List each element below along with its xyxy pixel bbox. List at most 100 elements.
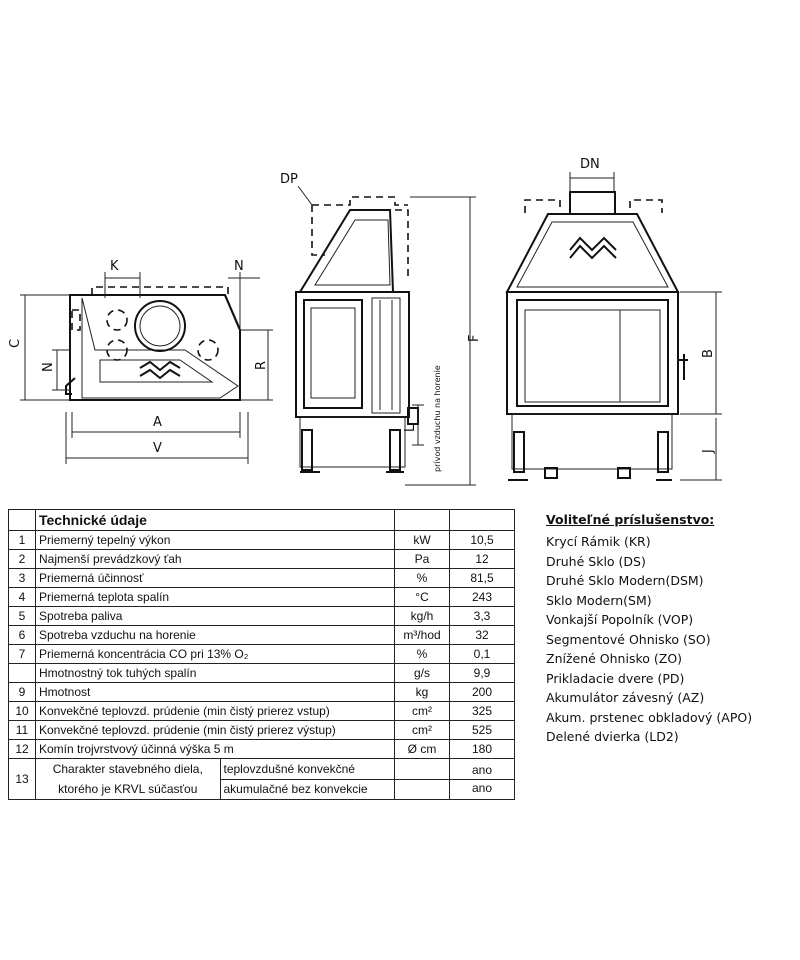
table-cell-num: 10 — [8, 701, 36, 721]
table-cell-val: 525 — [449, 720, 515, 740]
table-cell-param: Priemerný tepelný výkon — [35, 530, 395, 550]
table-cell-param: Konvekčné teplovzd. prúdenie (min čistý … — [35, 720, 395, 740]
table-cell-num: 9 — [8, 682, 36, 702]
front-view: DN B J — [505, 157, 722, 481]
construction-type-2: akumulačné bez konvekcie — [223, 782, 368, 797]
table-cell-param: Priemerná koncentrácia CO pri 13% O₂ — [35, 644, 395, 664]
dim-label-j: J — [701, 449, 716, 454]
table-cell-num: 7 — [8, 644, 36, 664]
table-cell-unit: °C — [394, 587, 450, 607]
table-cell-unit: kg/h — [394, 606, 450, 626]
dim-label-l: L — [403, 424, 418, 432]
table-cell-param: Komín trojvrstvový účinná výška 5 m — [35, 739, 395, 759]
table-cell-num: 12 — [8, 739, 36, 759]
accessory-item: Akumulátor závesný (AZ) — [546, 690, 705, 705]
construction-character-label: Charakter stavebného diela,ktorého je KR… — [36, 759, 221, 799]
table-cell-param: Najmenší prevádzkový ťah — [35, 549, 395, 569]
accessory-item: Delené dvierka (LD2) — [546, 729, 679, 744]
table-cell-val: 180 — [449, 739, 515, 759]
dim-label-a: A — [153, 415, 162, 430]
table-cell-val: 81,5 — [449, 568, 515, 588]
table-cell-param: Hmotnost — [35, 682, 395, 702]
table-cell-unit: % — [394, 644, 450, 664]
table-cell-num: 3 — [8, 568, 36, 588]
dim-label-v: V — [153, 441, 162, 456]
table-cell-param: Charakter stavebného diela,ktorého je KR… — [35, 758, 395, 800]
table-cell — [8, 509, 36, 531]
table-cell-param: Hmotnostný tok tuhých spalín — [35, 663, 395, 683]
value-2: ano — [471, 781, 493, 795]
dim-label-dn: DN — [580, 157, 600, 172]
air-supply-label: prívod vzduchu na horenie — [433, 365, 442, 472]
table-cell-unit: cm² — [394, 720, 450, 740]
dim-label-k: K — [110, 259, 119, 274]
table-cell — [449, 509, 515, 531]
label-line-1: Charakter stavebného diela, — [52, 762, 203, 776]
construction-type-1: teplovzdušné konvekčné — [220, 759, 394, 780]
table-cell-val: 10,5 — [449, 530, 515, 550]
table-cell-val: 32 — [449, 625, 515, 645]
accessory-item: Prikladacie dvere (PD) — [546, 670, 685, 686]
optional-accessories: Voliteľné príslušenstvo: Krycí Rámik (KR… — [546, 512, 752, 747]
table-cell-unit: Ø cm — [394, 739, 450, 759]
side-view: DP F L prívod vzduchu na horenie — [280, 172, 482, 486]
table-cell-num: 11 — [8, 720, 36, 740]
accessories-list: Krycí Rámik (KR)Druhé Sklo (DS)Druhé Skl… — [546, 532, 752, 747]
accessory-item: Druhé Sklo Modern(DSM) — [546, 573, 704, 588]
dim-label-n-left: N — [41, 362, 56, 372]
table-cell-unit: cm² — [394, 701, 450, 721]
accessory-item: Segmentové Ohnisko (SO) — [546, 631, 711, 647]
table-cell-num: 13 — [8, 758, 36, 800]
accessories-title: Voliteľné príslušenstvo: — [546, 512, 715, 527]
table-cell-num: 4 — [8, 587, 36, 607]
accessory-item: Znížené Ohnisko (ZO) — [546, 651, 683, 666]
dim-label-c: C — [8, 339, 23, 348]
table-cell-unit: g/s — [394, 663, 450, 683]
table-cell-val: 3,3 — [449, 606, 515, 626]
accessory-item: Akum. prstenec obkladový (APO) — [546, 709, 753, 725]
table-cell-num: 1 — [8, 530, 36, 550]
plan-view: K N C N R A V — [8, 259, 273, 464]
table-cell-param: Priemerná účinnosť — [35, 568, 395, 588]
table-cell-param: Priemerná teplota spalín — [35, 587, 395, 607]
value-1: ano — [450, 761, 514, 780]
table-cell-val: 0,1 — [449, 644, 515, 664]
table-cell-val: 243 — [449, 587, 515, 607]
technical-drawings: K N C N R A V — [8, 157, 722, 486]
table-cell-unit: kg — [394, 682, 450, 702]
table-cell-num — [8, 663, 36, 683]
dim-label-r: R — [254, 361, 269, 370]
table-cell-val: 12 — [449, 549, 515, 569]
table-cell — [394, 509, 450, 531]
dim-label-f: F — [467, 335, 482, 342]
table-cell-param: Konvekčné teplovzd. prúdenie (min čistý … — [35, 701, 395, 721]
table-cell-num: 6 — [8, 625, 36, 645]
dim-label-n-top: N — [234, 259, 244, 274]
accessory-item: Krycí Rámik (KR) — [546, 534, 651, 549]
accessory-item: Vonkajší Popolník (VOP) — [546, 612, 694, 627]
table-cell-val: 9,9 — [449, 663, 515, 683]
table-cell-param: Spotreba paliva — [35, 606, 395, 626]
table-cell-val: 200 — [449, 682, 515, 702]
table-title: Technické údaje — [35, 509, 395, 531]
table-cell-unit: % — [394, 568, 450, 588]
dim-label-dp: DP — [280, 172, 298, 187]
table-title-row: Technické údaje — [8, 509, 515, 531]
table-cell-unit: m³/hod — [394, 625, 450, 645]
dim-label-b: B — [701, 349, 716, 358]
table-cell-num: 2 — [8, 549, 36, 569]
